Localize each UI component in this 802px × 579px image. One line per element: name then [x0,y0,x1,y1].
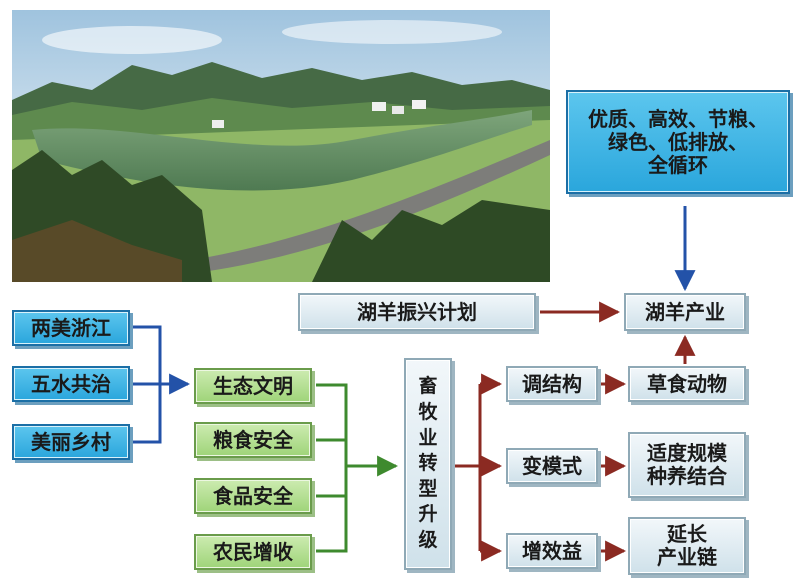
left-box-1: 两美浙江 [12,310,130,346]
transform-char-3: 业 [418,426,438,449]
result-box-1: 草食动物 [628,366,746,402]
transform-char-4: 转 [418,452,438,475]
action-2-label: 变模式 [522,453,582,478]
industry-label: 湖羊产业 [645,299,725,324]
green-box-2: 粮食安全 [194,422,312,458]
green-box-1: 生态文明 [194,368,312,404]
green-box-1-label: 生态文明 [213,373,293,398]
green-box-2-label: 粮食安全 [213,427,293,452]
left-box-2-label: 五水共治 [31,371,111,396]
left-box-2: 五水共治 [12,366,130,402]
action-3-label: 增效益 [522,538,582,563]
transform-box: 畜 牧 业 转 型 升 级 [404,358,452,570]
result-3-line-1: 延长 [667,522,707,546]
industry-box: 湖羊产业 [624,293,746,331]
left-box-3: 美丽乡村 [12,424,130,460]
green-box-4: 农民增收 [194,534,312,570]
left-box-3-label: 美丽乡村 [31,429,111,454]
landscape-photo [12,10,550,282]
plan-label: 湖羊振兴计划 [357,299,477,324]
goal-box: 优质、高效、节粮、 绿色、低排放、 全循环 [566,90,790,194]
result-box-2: 适度规模 种养结合 [628,432,746,498]
transform-char-7: 级 [418,529,438,552]
transform-char-1: 畜 [418,375,438,398]
green-box-3-label: 食品安全 [213,483,293,508]
left-box-1-label: 两美浙江 [31,315,111,340]
transform-char-5: 型 [418,477,438,500]
green-box-3: 食品安全 [194,478,312,514]
green-box-4-label: 农民增收 [213,539,293,564]
goal-line-1: 优质、高效、节粮、 [588,106,768,131]
result-2-line-2: 种养结合 [647,464,727,488]
action-box-1: 调结构 [506,366,598,402]
action-1-label: 调结构 [522,371,582,396]
result-1-label: 草食动物 [647,371,727,396]
plan-box: 湖羊振兴计划 [298,293,536,331]
transform-char-2: 牧 [418,400,438,423]
goal-line-2: 绿色、低排放、 [608,129,748,154]
result-3-line-2: 产业链 [657,545,717,569]
transform-char-6: 升 [418,503,438,526]
action-box-2: 变模式 [506,448,598,484]
goal-line-3: 全循环 [648,152,708,177]
result-2-line-1: 适度规模 [647,441,727,465]
result-box-3: 延长 产业链 [628,517,746,575]
action-box-3: 增效益 [506,533,598,569]
